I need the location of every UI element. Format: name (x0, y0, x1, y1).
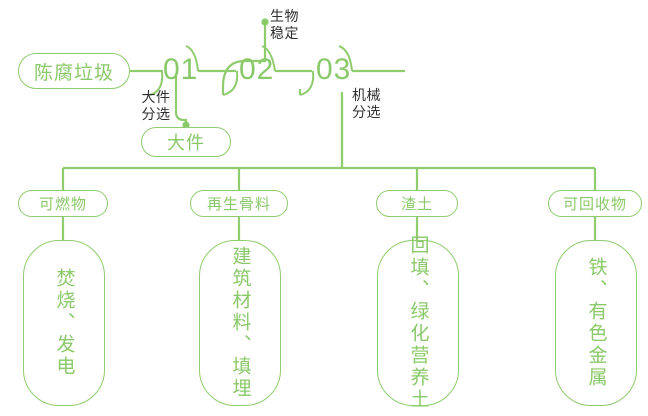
input-label: 陈腐垃圾 (33, 62, 114, 84)
output-pill-slag-soil[interactable]: 渣土 (376, 190, 458, 217)
output-pill-combustibles[interactable]: 可燃物 (18, 190, 108, 217)
endpoint-dot-02 (261, 18, 269, 26)
output-label: 可燃物 (38, 196, 87, 213)
output-pill-recycled-aggregate[interactable]: 再生骨料 (190, 190, 288, 217)
usage-text: 回填、绿化营养土 (407, 235, 429, 411)
usage-box-recyclables[interactable]: 铁、有色金属 (555, 240, 637, 406)
usage-box-recycled-aggregate[interactable]: 建筑材料、填埋 (199, 240, 281, 406)
output-label: 渣土 (400, 196, 433, 213)
note-biological-stabilization: 生物 稳定 (270, 8, 299, 41)
note-mechanical-sorting: 机械 分选 (352, 87, 381, 120)
stage-number-02[interactable]: 02 (239, 53, 275, 86)
output-label: 再生骨料 (206, 196, 271, 213)
output-label: 可回收物 (562, 196, 627, 213)
stage-number-01[interactable]: 01 (163, 53, 199, 86)
usage-box-slag-soil[interactable]: 回填、绿化营养土 (377, 235, 459, 411)
usage-text: 建筑材料、填埋 (229, 246, 251, 400)
side-output-label: 大件 (167, 133, 205, 153)
usage-text: 铁、有色金属 (585, 257, 607, 389)
note-bulky-sorting: 大件 分选 (141, 89, 171, 122)
stage-number-03[interactable]: 03 (316, 53, 352, 86)
input-pill-chenfulaji[interactable]: 陈腐垃圾 (18, 53, 130, 89)
usage-text: 焚烧、发电 (53, 268, 75, 378)
output-pill-recyclables[interactable]: 可回收物 (548, 190, 642, 217)
usage-box-combustibles[interactable]: 焚烧、发电 (23, 240, 105, 406)
side-output-pill-dajian[interactable]: 大件 (141, 127, 231, 157)
